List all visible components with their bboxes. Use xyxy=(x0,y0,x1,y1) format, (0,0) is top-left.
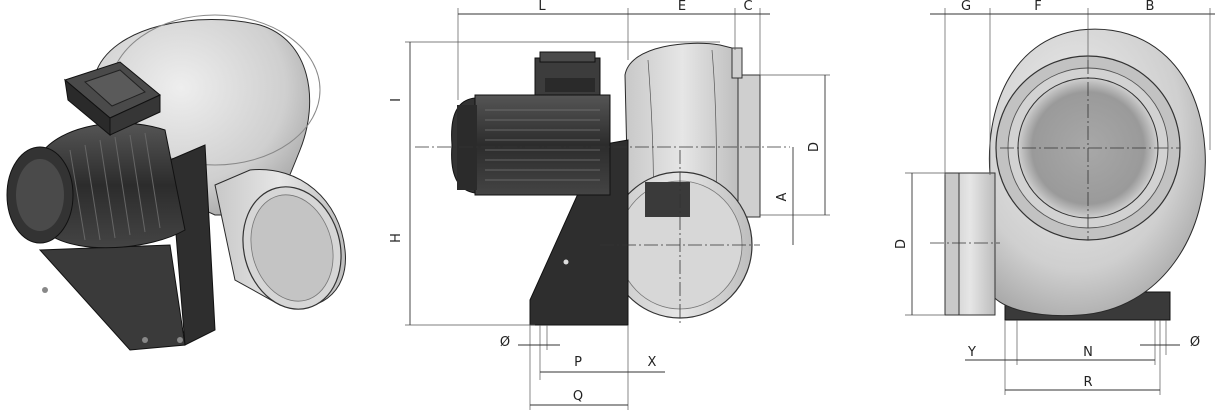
label-G: G xyxy=(961,0,971,14)
label-H: H xyxy=(389,233,404,243)
label-B: B xyxy=(1146,0,1155,14)
iso-bracket xyxy=(169,144,216,346)
isometric-view xyxy=(6,14,346,351)
side-outlet-flange xyxy=(737,74,761,218)
label-phi-side: Ø xyxy=(500,335,510,350)
label-X: X xyxy=(648,355,657,370)
label-Y: Y xyxy=(967,345,976,360)
label-N: N xyxy=(1083,345,1093,360)
label-Q: Q xyxy=(573,389,583,404)
side-view: L E C I H D A Ø P X Q xyxy=(389,0,830,410)
label-D-side: D xyxy=(807,142,822,152)
label-E: E xyxy=(678,0,686,14)
label-P: P xyxy=(574,355,582,370)
label-I: I xyxy=(389,98,404,102)
label-A: A xyxy=(775,192,790,201)
label-C: C xyxy=(743,0,752,14)
label-D-front: D xyxy=(894,239,909,249)
label-L: L xyxy=(538,0,546,14)
label-F: F xyxy=(1034,0,1041,14)
front-view: G F B D Y N Ø R xyxy=(894,0,1215,395)
side-motor-body xyxy=(474,94,611,196)
label-R: R xyxy=(1083,375,1092,390)
label-phi-front: Ø xyxy=(1190,335,1200,350)
